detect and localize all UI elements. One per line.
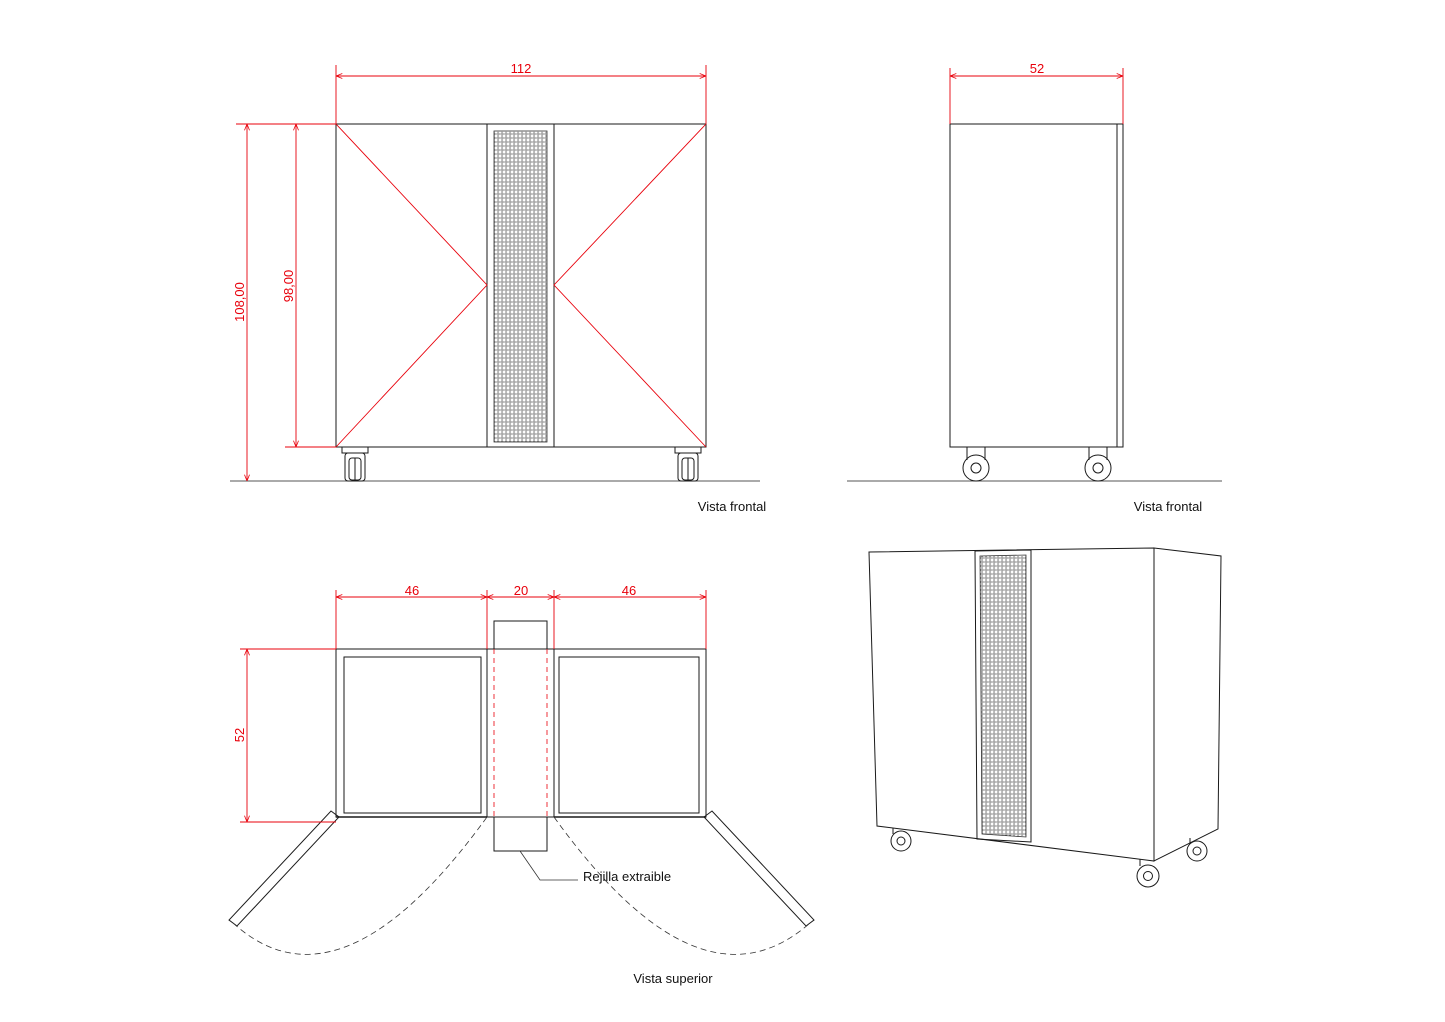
perspective-side-face xyxy=(1153,547,1222,862)
front-view: 112 108,00 98,00 Vista frontal xyxy=(230,61,766,514)
side-view-caption: Vista frontal xyxy=(1134,499,1203,514)
total-height-label: 108,00 xyxy=(232,282,247,322)
grille-mesh xyxy=(493,130,548,443)
grille-leader-line xyxy=(519,850,578,881)
top-depth-label: 52 xyxy=(232,728,247,742)
top-width-dimensions: 46 20 46 xyxy=(335,583,707,649)
door-edge xyxy=(1116,123,1124,448)
total-height-dimension: 108,00 xyxy=(232,123,336,481)
body-height-label: 98,00 xyxy=(281,270,296,303)
caster-side-left xyxy=(962,447,990,482)
top-depth-dimension: 52 xyxy=(232,648,336,823)
perspective-caster-front-right xyxy=(1136,859,1160,888)
depth-dimension: 52 xyxy=(949,61,1124,124)
front-view-caption: Vista frontal xyxy=(698,499,767,514)
left-door-width-label: 46 xyxy=(405,583,419,598)
width-dimension: 112 xyxy=(335,61,707,124)
right-compartment xyxy=(558,656,700,814)
caster-right xyxy=(674,446,702,482)
depth-dimension-label: 52 xyxy=(1030,61,1044,76)
grille-label: Rejilla extraible xyxy=(583,869,671,884)
perspective-caster-front-left xyxy=(890,828,912,852)
body-height-dimension: 98,00 xyxy=(281,124,336,448)
left-door-swing-symbol xyxy=(335,123,488,448)
removable-grille xyxy=(493,620,548,852)
caster-side-right xyxy=(1084,447,1112,482)
side-view: 52 Vista frontal xyxy=(847,61,1222,514)
caster-left xyxy=(341,446,369,482)
cabinet-top-outline xyxy=(335,648,707,818)
top-view-caption: Vista superior xyxy=(633,971,713,986)
cabinet-side-body xyxy=(949,123,1118,448)
perspective-view xyxy=(868,547,1222,888)
left-door-open xyxy=(228,810,340,927)
right-door-swing-arc xyxy=(553,816,811,955)
right-door-open xyxy=(703,810,815,927)
width-dimension-label: 112 xyxy=(511,61,532,76)
perspective-caster-back-right xyxy=(1186,838,1208,862)
top-view: Rejilla extraible 46 20 46 52 Vista supe… xyxy=(228,583,815,986)
perspective-grille-frame xyxy=(974,549,1032,843)
left-compartment xyxy=(343,656,482,814)
perspective-grille-mesh xyxy=(979,554,1027,838)
right-door-swing-symbol xyxy=(553,123,707,448)
left-door-swing-arc xyxy=(232,816,488,955)
grille-width-label: 20 xyxy=(514,583,528,598)
right-door-width-label: 46 xyxy=(622,583,636,598)
